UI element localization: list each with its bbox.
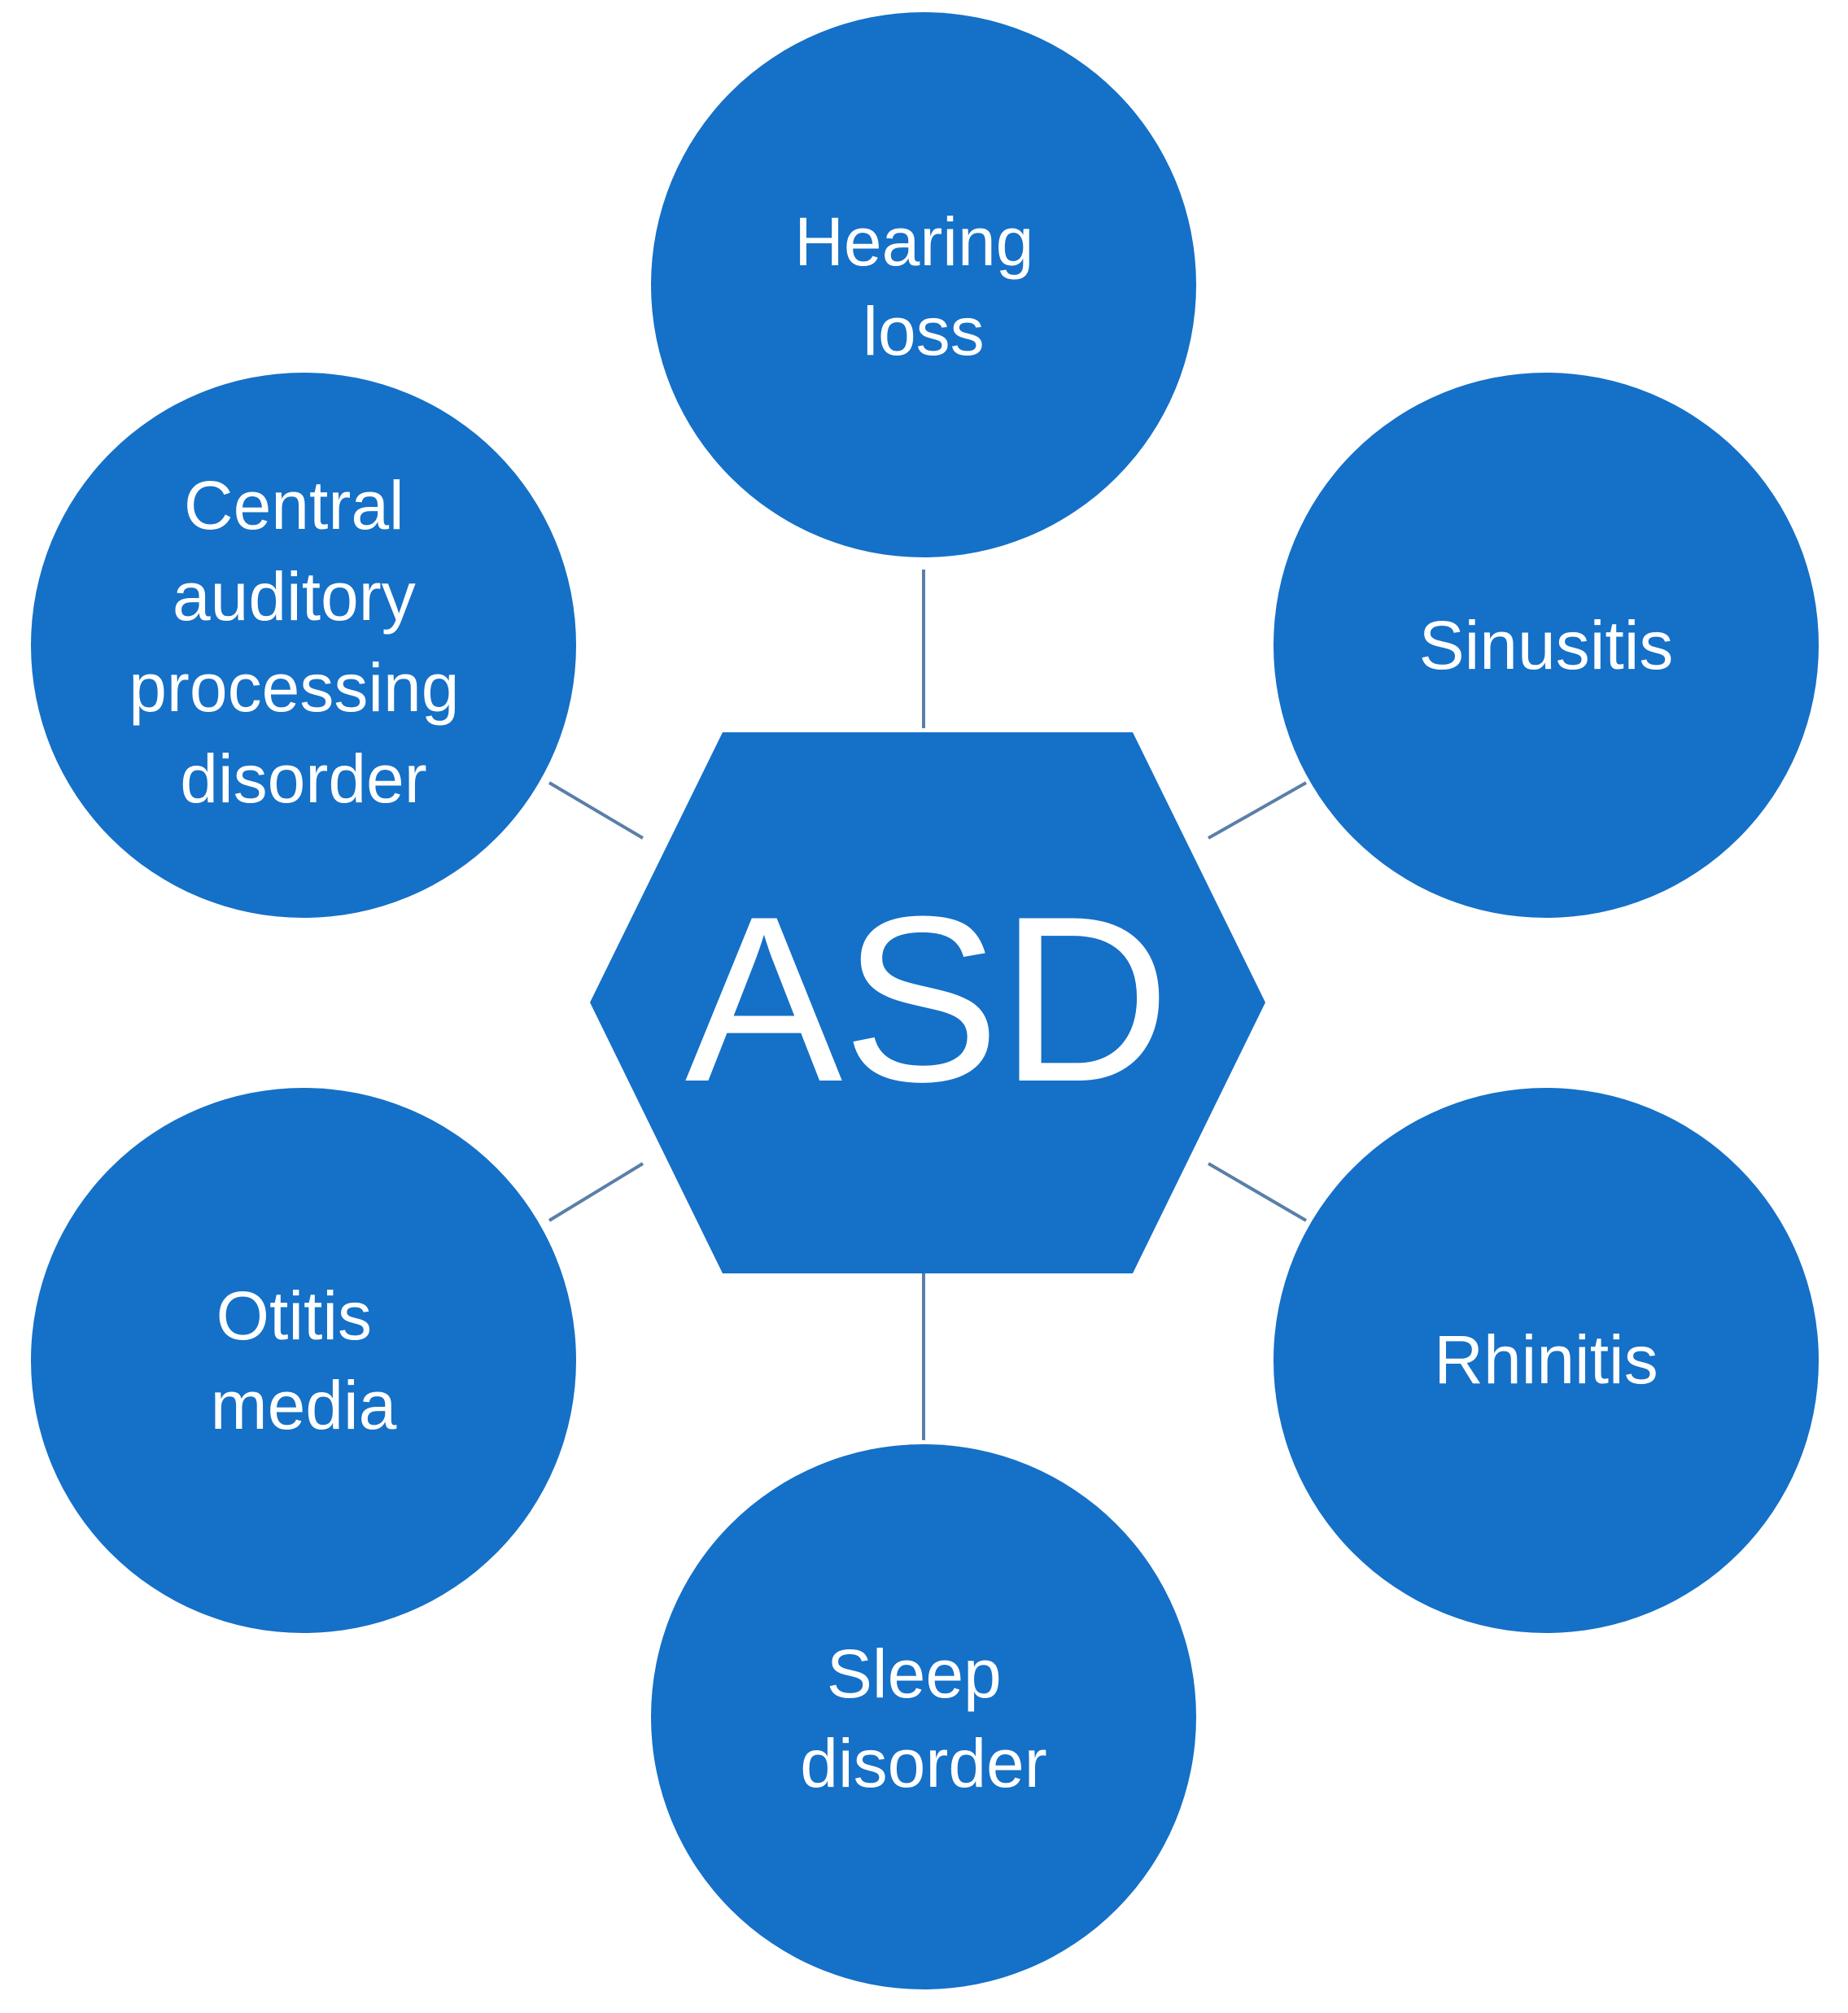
node-otitis-media: Otitis media — [31, 1088, 576, 1633]
connector-central-auditory — [548, 781, 644, 840]
node-label-line: Central — [184, 467, 404, 544]
node-label: Sinusitis — [1419, 607, 1674, 683]
node-label-line: disorder — [800, 1725, 1046, 1801]
connector-lines — [548, 570, 1308, 1440]
node-central-auditory-processing-disorder: Central auditory processing disorder — [31, 373, 576, 918]
node-label-line: loss — [863, 293, 984, 369]
node-label-line: Hearing — [794, 203, 1033, 280]
node-label-line: media — [211, 1367, 397, 1443]
connector-otitis-media — [548, 1162, 644, 1222]
node-label: Central auditory processing disorder — [129, 467, 478, 817]
node-label-line: Sleep — [827, 1635, 1002, 1712]
node-circle — [651, 1444, 1196, 1989]
connector-sinusitis — [1208, 781, 1307, 840]
node-label-line: Otitis — [216, 1277, 372, 1354]
connector-rhinitis — [1207, 1162, 1308, 1222]
node-rhinitis: Rhinitis — [1274, 1088, 1819, 1633]
hub-label: ASD — [685, 867, 1170, 1131]
node-circle — [1274, 1088, 1819, 1633]
node-label: Otitis media — [211, 1277, 397, 1443]
node-label-line: Sinusitis — [1419, 607, 1674, 683]
node-hearing-loss: Hearing loss — [651, 12, 1196, 557]
node-circle — [31, 1088, 576, 1633]
node-sinusitis: Sinusitis — [1274, 373, 1819, 918]
hub: ASD — [590, 732, 1265, 1273]
node-label-line: processing — [129, 649, 459, 726]
node-label: Sleep disorder — [800, 1635, 1046, 1801]
node-label: Rhinitis — [1434, 1321, 1658, 1398]
node-label-line: auditory — [173, 558, 416, 635]
node-circle — [31, 373, 576, 918]
node-sleep-disorder: Sleep disorder — [651, 1444, 1196, 1989]
node-circle — [651, 12, 1196, 557]
node-circle — [1274, 373, 1819, 918]
hub-hexagon — [590, 732, 1265, 1273]
node-label-line: disorder — [180, 740, 426, 817]
node-label-line: Rhinitis — [1434, 1321, 1658, 1398]
node-label: Hearing loss — [794, 203, 1053, 369]
